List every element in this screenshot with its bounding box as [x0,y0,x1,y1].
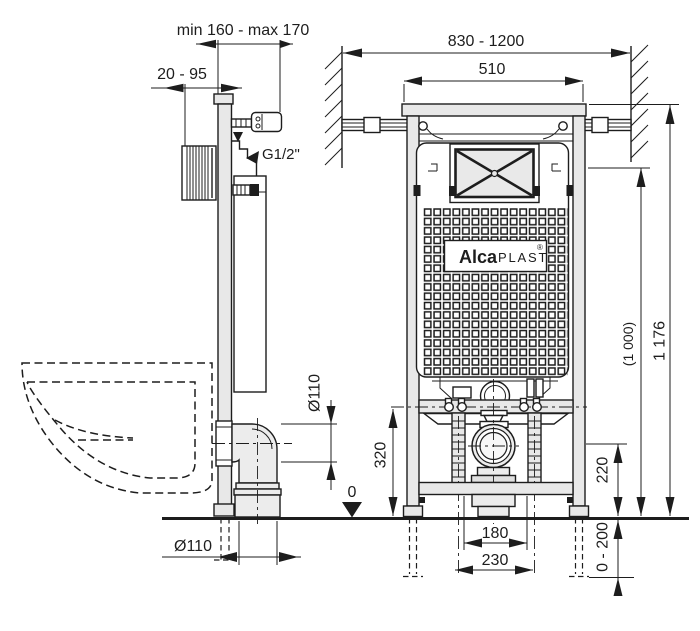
perforated-plate: Alca PLAST ® [423,207,568,376]
leader-arrow-left [246,151,259,164]
beam-bolt [444,402,455,413]
mounting-rail-right [583,116,632,134]
dim-junction-axis-height-label: 220 [595,457,612,484]
dim-junction-axis-height: 220 [586,443,627,516]
wall-left [324,46,343,168]
dim-height-secondary-label: (1 000) [620,322,636,366]
dim-height-total-label: 1 176 [652,321,669,361]
adjustable-feet [403,518,589,578]
frame-profile-side [213,93,236,561]
toilet-bowl-outline [21,362,213,494]
logo-plast: PLAST [498,250,548,265]
logo-alca: Alca [459,247,498,267]
dim-depth-range: min 160 - max 170 [177,22,310,112]
front-view: 830 - 1200 510 [324,33,679,596]
inspection-window [428,143,561,204]
lower-beam [418,481,574,518]
dim-elbow-diameter-label: Ø110 [307,374,324,412]
ground-level: 0 [162,484,689,520]
dim-leg-adjustment: 0 - 200 [589,519,634,596]
outlet-socket [471,493,516,508]
waste-elbow-pipe [212,418,292,524]
level-marker-icon [342,502,362,518]
dim-height-secondary: (1 000) [588,167,650,516]
dim-outlet-axis-height-label: 320 [373,442,390,469]
dim-rod-spacing-label: 230 [482,552,509,569]
level-zero-label: 0 [348,484,357,501]
window-clip-left [428,163,438,172]
dim-wall-offset: 20 - 95 [151,66,242,146]
actuator-assembly [230,111,283,142]
rail-bolt-left [418,121,428,131]
side-view: min 160 - max 170 20 - 95 [21,22,337,565]
inlet-thread-label: G1/2" [262,146,300,163]
dim-height-total: 1 176 [589,104,679,516]
dim-mounting-width-label: 830 - 1200 [448,33,525,50]
dim-outlet-diameter-label: Ø110 [174,538,212,555]
water-inlet: G1/2" [231,140,300,176]
dim-frame-width: 510 [403,61,584,102]
dim-outlet-axis-height: 320 [373,409,398,516]
cistern-side [232,175,267,393]
dim-frame-width-label: 510 [479,61,506,78]
dim-leg-adjustment-label: 0 - 200 [595,522,612,572]
dim-rod-spacing: 230 [455,552,533,575]
brand-logo: Alca PLAST ® [443,239,548,273]
leader-arrow-down [233,132,243,142]
dim-elbow-diameter: Ø110 [281,374,337,490]
beam-bolt [519,402,530,413]
dim-bolt-spacing-label: 180 [482,525,509,542]
dim-depth-range-label: min 160 - max 170 [177,22,310,39]
dim-mounting-width: 830 - 1200 [343,33,630,58]
mounting-rail-left [341,116,409,134]
dim-bolt-spacing: 180 [463,496,528,550]
dim-wall-offset-label: 20 - 95 [157,66,207,83]
wall-anchor-rod [181,145,217,201]
logo-registered: ® [537,243,543,252]
beam-bolt [457,402,468,413]
beam-bolt [532,402,543,413]
dim-outlet-diameter: Ø110 [162,521,301,565]
window-clip-right [551,163,561,172]
rail-bolt-right [558,121,568,131]
